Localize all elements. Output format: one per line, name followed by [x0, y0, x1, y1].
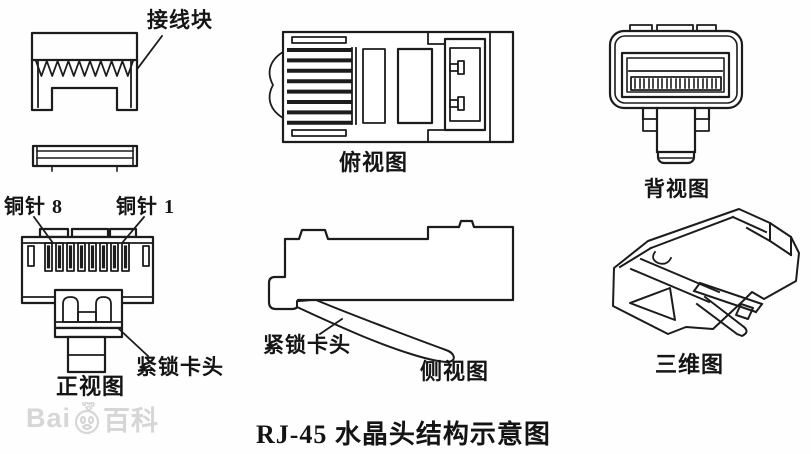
watermark: Bai 百科 [26, 399, 159, 438]
pin-contact-dots [46, 245, 128, 271]
side-latch-label: 紧锁卡头 [263, 333, 351, 357]
contact-comb-teeth [634, 78, 717, 89]
three-d-view-caption: 三维图 [655, 352, 725, 377]
front-latch-leader-line [117, 327, 150, 358]
latch-lever [296, 299, 455, 363]
front-view-drawing [20, 215, 155, 374]
watermark-suffix: 百科 [103, 406, 160, 436]
side-latch-leader-line [318, 317, 344, 336]
paw-logo-icon [72, 399, 102, 436]
copper-pin-8-label: 铜针 8 [4, 196, 63, 218]
pin8-leader-line [32, 215, 55, 245]
figure-title: RJ-45 水晶头结构示意图 [256, 420, 551, 449]
three-d-view-drawing [612, 208, 800, 337]
back-view-drawing [608, 24, 744, 165]
copper-pin-1-label: 铜针 1 [116, 196, 175, 218]
side-view-caption: 侧视图 [420, 359, 490, 384]
cable-curve [268, 50, 285, 120]
side-view-drawing [267, 219, 515, 363]
back-view-caption: 背视图 [644, 177, 710, 201]
front-view-caption: 正视图 [56, 374, 126, 399]
pin-rows [287, 48, 352, 125]
latch-pins [449, 60, 465, 111]
pin1-leader-line [120, 215, 146, 245]
wiring-block-leader-line [136, 34, 164, 70]
wiring-block-drawing [30, 31, 164, 172]
top-view-drawing [268, 30, 515, 144]
top-view-caption: 俯视图 [339, 150, 409, 175]
watermark-prefix: Bai [26, 403, 72, 433]
wiring-block-label: 接线块 [147, 8, 213, 32]
front-latch-label: 紧锁卡头 [136, 355, 224, 379]
